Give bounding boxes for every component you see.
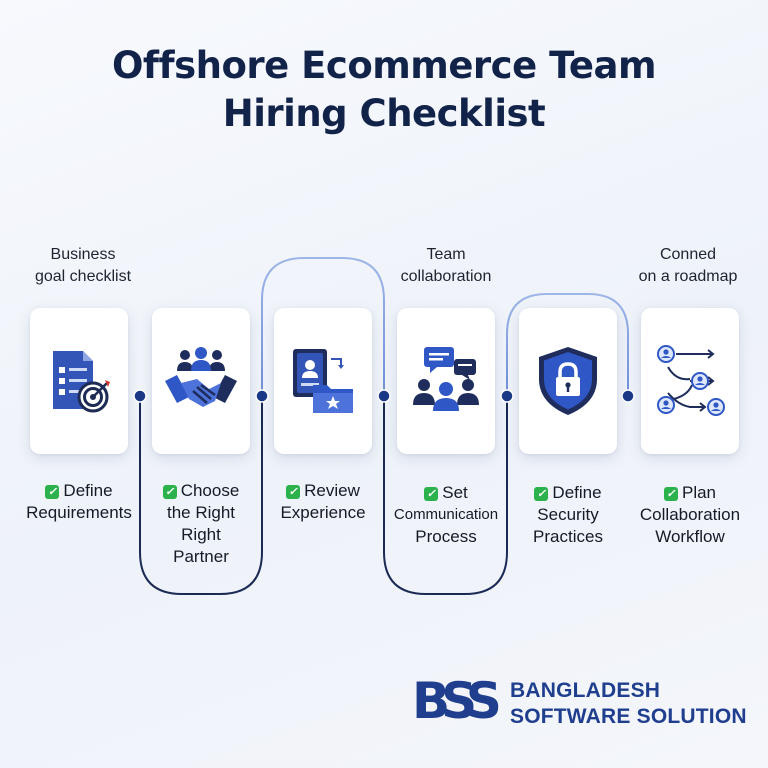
check-icon: ✓ <box>286 485 301 499</box>
check-icon: ✓ <box>424 487 439 501</box>
step-card-communication <box>397 308 495 454</box>
checklist-target-icon <box>53 351 110 413</box>
brand-name: BANGLADESH SOFTWARE SOLUTION <box>510 679 747 728</box>
check-icon: ✓ <box>162 485 177 499</box>
step-card-workflow <box>641 308 739 454</box>
logo-text: BSS <box>412 672 499 728</box>
connector-loop-3-4 <box>383 396 508 595</box>
caption-roadmap: Conned on a roadmap <box>638 246 738 285</box>
step-card-choose-partner <box>152 308 250 454</box>
step-card-define-requirements <box>30 308 128 454</box>
step-label-review-experience: ✓Review Experience <box>280 481 366 522</box>
security-shield-icon <box>539 347 597 415</box>
connector-node <box>500 389 514 403</box>
step-label-communication: ✓Set Communication Process <box>393 483 499 546</box>
caption-business-goal: Business goal checklist <box>34 246 132 285</box>
connector-loop-1-2 <box>139 396 263 595</box>
page-title: Offshore Ecommerce Team Hiring Checklist <box>0 42 768 138</box>
step-label-security: ✓Define Security Practices <box>533 483 603 546</box>
step-label-define-requirements: ✓Define Requirements <box>26 481 132 522</box>
handshake-team-icon <box>165 347 237 407</box>
step-card-review-experience <box>274 308 372 454</box>
check-icon: ✓ <box>663 487 678 501</box>
title-line-2: Hiring Checklist <box>222 92 546 135</box>
check-icon: ✓ <box>45 485 60 499</box>
step-card-security <box>519 308 617 454</box>
connector-loop-2-3 <box>261 257 385 396</box>
chat-team-icon <box>413 347 479 411</box>
connector-node <box>255 389 269 403</box>
profile-folder-icon <box>293 349 353 413</box>
step-label-choose-partner: ✓Choose the Right Right Partner <box>131 480 271 568</box>
step-label-workflow: ✓Plan Collaboration Workflow <box>639 483 741 546</box>
caption-team-collaboration: Team collaboration <box>400 246 492 285</box>
bss-logo: BSS <box>412 672 502 728</box>
workflow-people-icon <box>657 345 725 416</box>
check-icon: ✓ <box>534 487 549 501</box>
connector-node <box>377 389 391 403</box>
connector-loop-4-5 <box>506 293 629 396</box>
title-line-1: Offshore Ecommerce Team <box>111 44 657 87</box>
connector-node <box>133 389 147 403</box>
connector-node <box>621 389 635 403</box>
